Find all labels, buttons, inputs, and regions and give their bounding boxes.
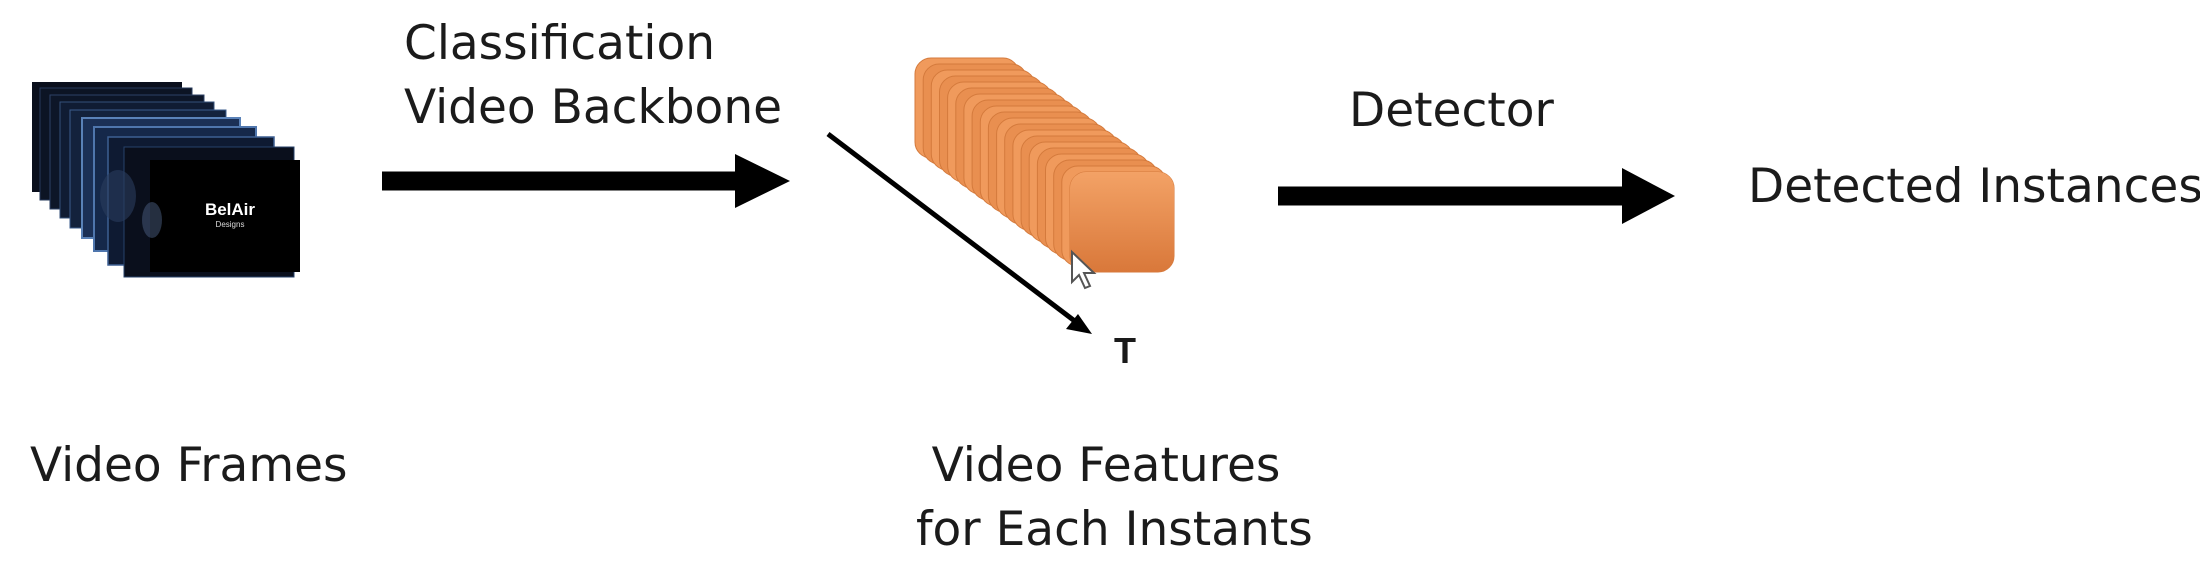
video-frames-stack: [32, 82, 300, 278]
backbone-label-line1: Classification: [404, 16, 715, 71]
time-axis-arrow: [826, 132, 1092, 334]
backbone-arrow: [382, 154, 790, 208]
detector-arrow: [1278, 168, 1675, 224]
video-frames-label: Video Frames: [30, 438, 348, 493]
detected-instances-label: Detected Instances: [1748, 159, 2200, 214]
frame-logo: BelAir Designs: [200, 200, 260, 230]
backbone-label-line2: Video Backbone: [404, 80, 783, 135]
video-features-label: Video Features for Each Instants: [916, 434, 1313, 562]
backbone-label: Classification Video Backbone: [404, 12, 782, 140]
cursor-icon: [1071, 249, 1097, 290]
time-axis-label: T: [1114, 330, 1136, 371]
frame-logo-sub: Designs: [215, 220, 245, 229]
video-features-block: [914, 57, 1175, 273]
video-features-label-line1: Video Features: [931, 438, 1281, 493]
video-features-label-line2: for Each Instants: [916, 502, 1313, 557]
detector-label: Detector: [1349, 83, 1554, 138]
frame-logo-main: BelAir: [204, 200, 256, 219]
